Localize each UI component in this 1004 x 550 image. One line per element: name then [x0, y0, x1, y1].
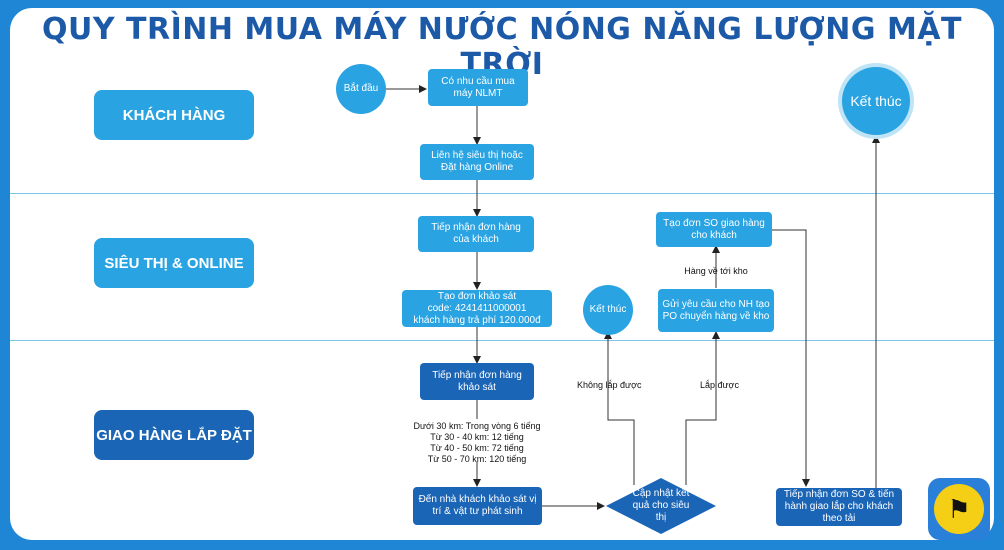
- time-rules: Dưới 30 km: Trong vòng 6 tiếng Từ 30 - 4…: [405, 421, 549, 465]
- survey-order-line: khách hàng trả phí 120.000đ: [413, 314, 541, 326]
- page-title: QUY TRÌNH MUA MÁY NƯỚC NÓNG NĂNG LƯỢNG M…: [42, 12, 962, 82]
- time-rule-line: Từ 30 - 40 km: 12 tiếng: [430, 432, 524, 442]
- survey-order-node: Tạo đơn khảo sát code: 4241411000001 khá…: [402, 290, 552, 327]
- need-node: Có nhu cầu mua máy NLMT: [428, 69, 528, 106]
- survey-order-line: code: 4241411000001: [427, 302, 527, 314]
- create-so-node: Tạo đơn SO giao hàng cho khách: [656, 212, 772, 247]
- end-mid-node: Kết thúc: [583, 285, 633, 335]
- lane-label-store: SIÊU THỊ & ONLINE: [94, 238, 254, 288]
- time-rule-line: Từ 50 - 70 km: 120 tiếng: [427, 454, 527, 464]
- end-final-node: Kết thúc: [842, 67, 910, 135]
- lane-label-delivery: GIAO HÀNG LẮP ĐẶT: [94, 410, 254, 460]
- time-rule-line: Dưới 30 km: Trong vòng 6 tiếng: [413, 421, 541, 431]
- go-survey-node: Đến nhà khách khảo sát vị trí & vật tư p…: [413, 487, 542, 525]
- brand-logo: ⚑: [928, 478, 990, 540]
- arrow: [685, 331, 720, 485]
- cannot-install-label: Không lắp được: [577, 380, 642, 390]
- survey-order-line: Tạo đơn khảo sát: [437, 290, 517, 302]
- arrow: [604, 331, 635, 485]
- lane-label-customer: KHÁCH HÀNG: [94, 90, 254, 140]
- arrow: [772, 229, 810, 487]
- receive-so-node: Tiếp nhận đơn SO & tiến hành giao lắp ch…: [776, 488, 902, 526]
- time-rule-line: Từ 40 - 50 km: 72 tiếng: [430, 443, 524, 453]
- request-po-node: Gửi yêu cầu cho NH tạo PO chuyển hàng về…: [658, 289, 774, 332]
- lane-divider: [10, 193, 994, 194]
- decision-diamond: [606, 478, 716, 534]
- checkered-flag-icon: ⚑: [934, 484, 984, 534]
- receive-order-node: Tiếp nhận đơn hàng của khách: [418, 216, 534, 252]
- goods-arrive-label: Hàng về tới kho: [684, 266, 748, 276]
- contact-node: Liên hệ siêu thị hoặc Đặt hàng Online: [420, 144, 534, 180]
- update-result-node: Cập nhật kết quả cho siêu thị: [632, 488, 690, 523]
- lane-divider: [10, 340, 994, 341]
- can-install-label: Lắp được: [700, 380, 739, 390]
- start-node: Bắt đầu: [336, 64, 386, 114]
- receive-survey-node: Tiếp nhận đơn hàng khảo sát: [420, 363, 534, 400]
